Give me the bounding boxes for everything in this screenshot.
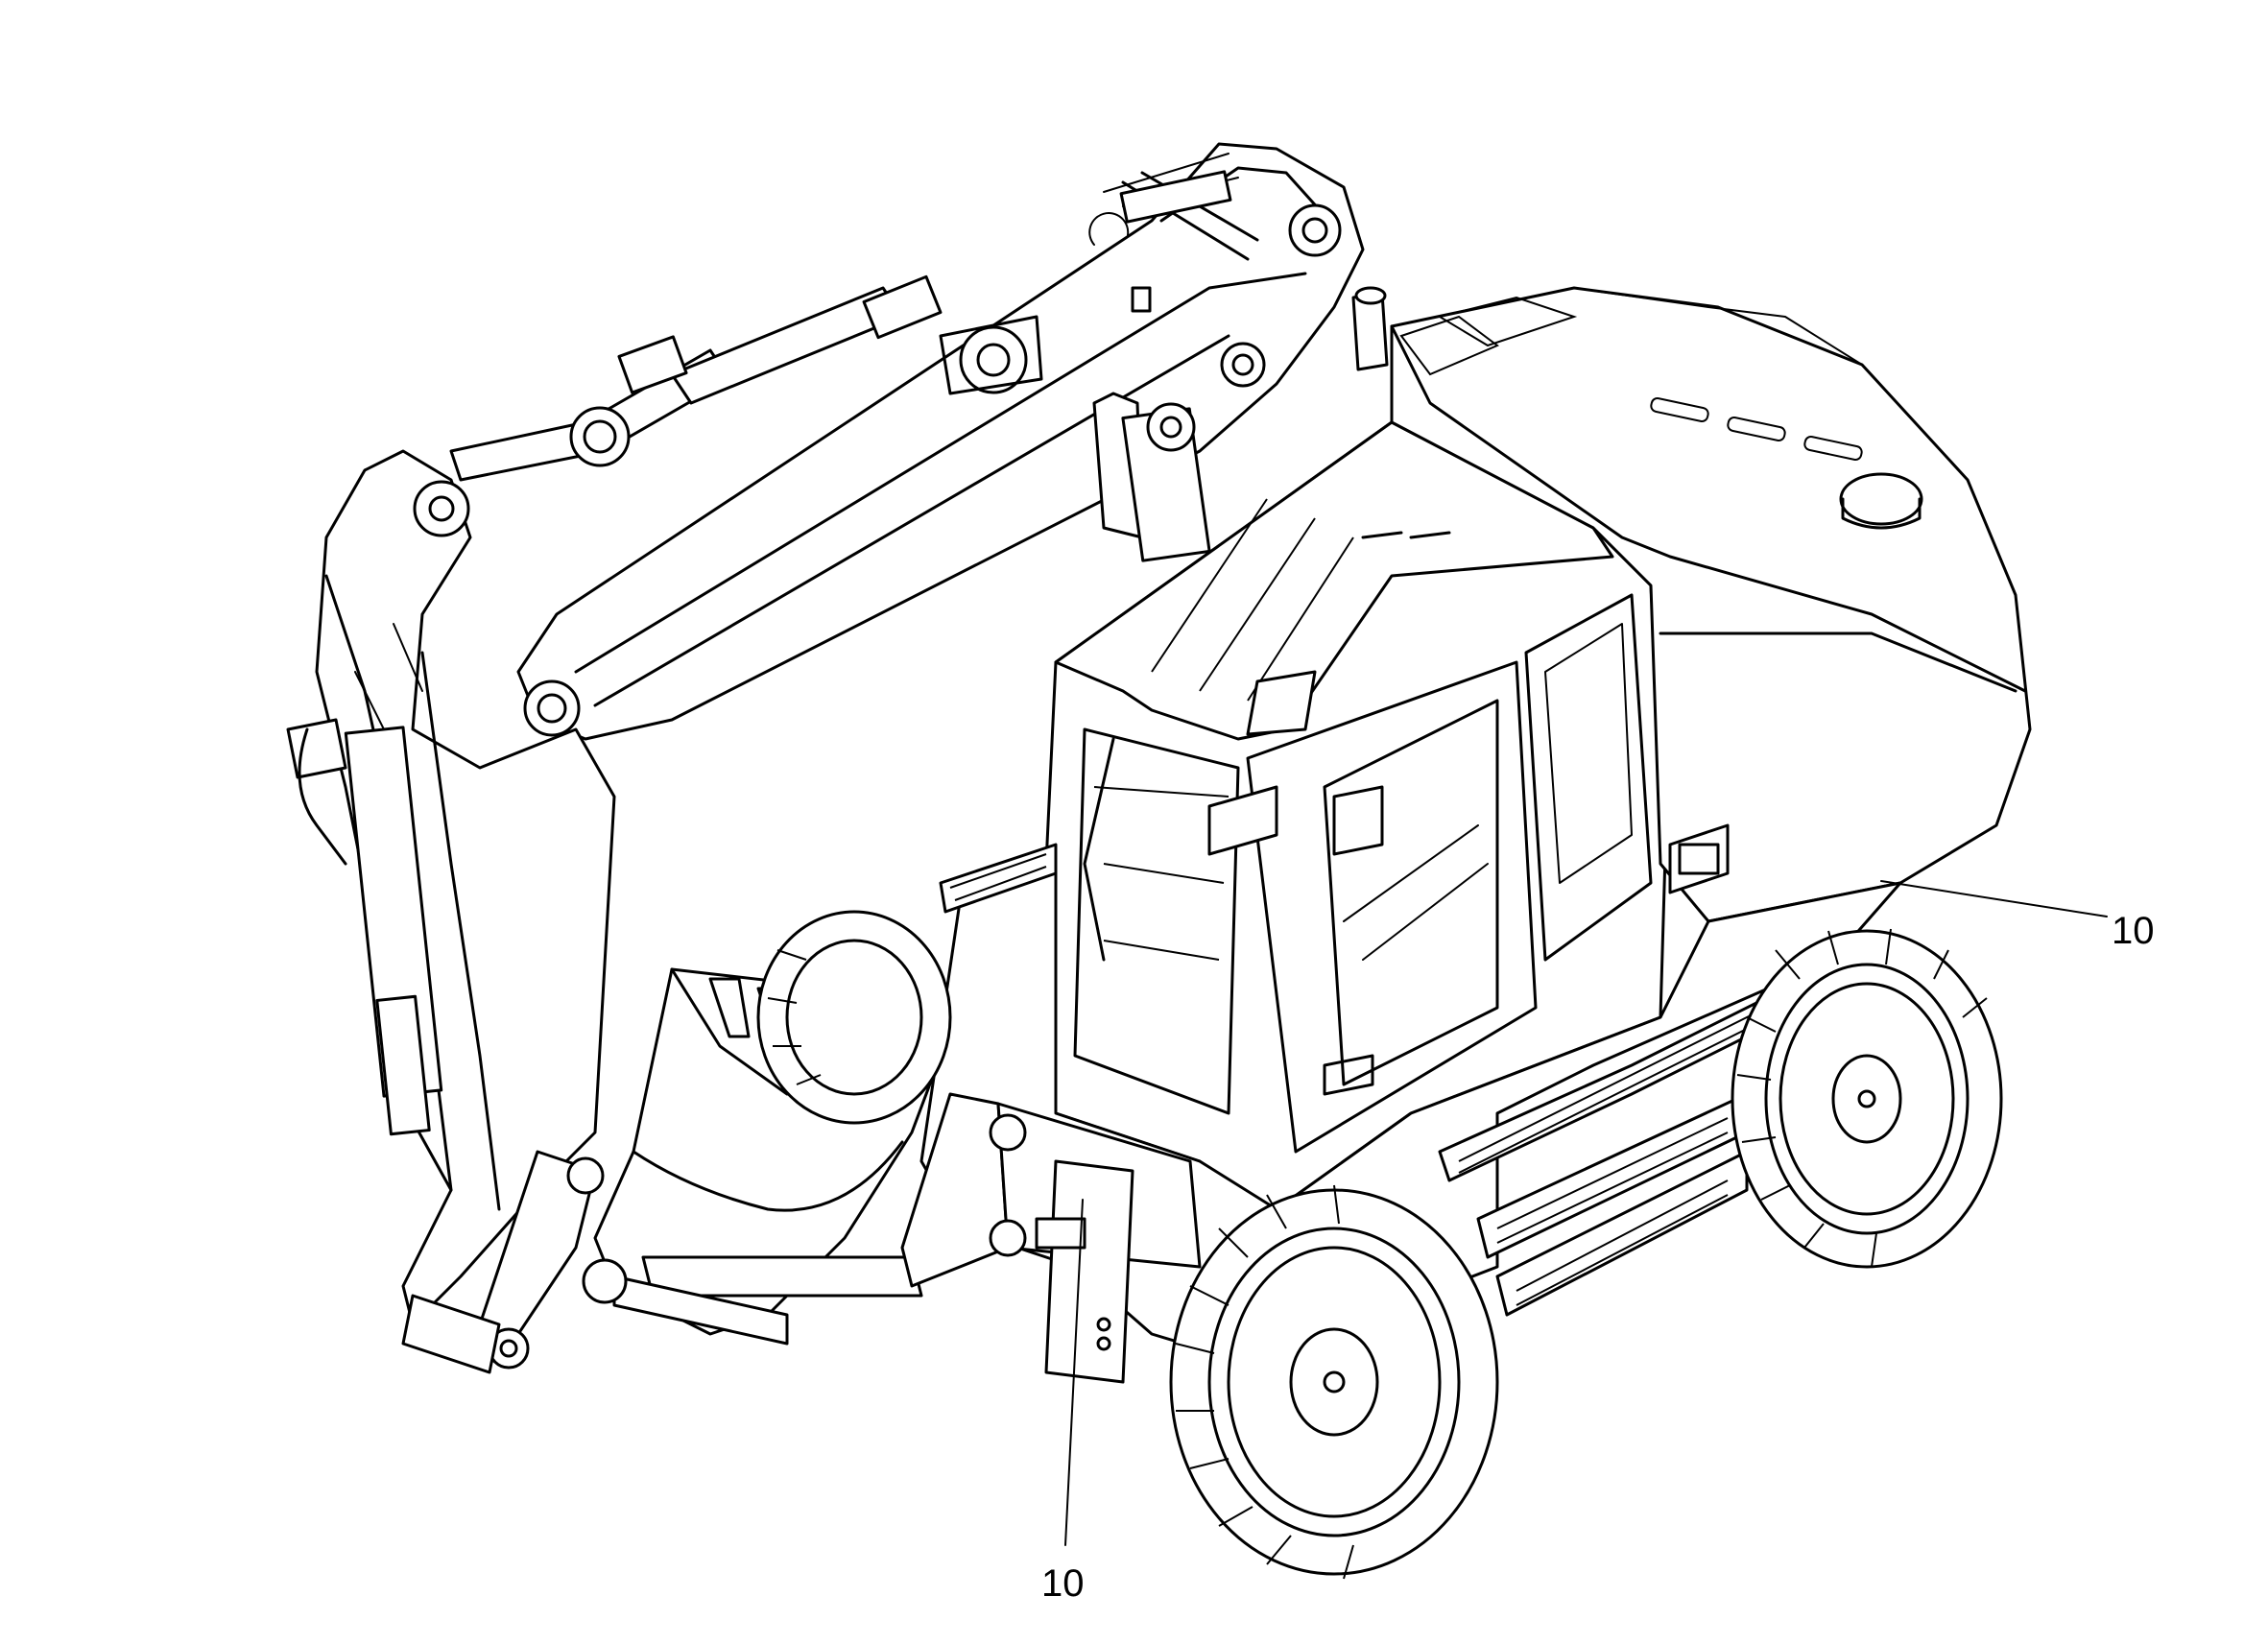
front-blade bbox=[900, 1092, 1202, 1384]
boom bbox=[516, 142, 1365, 741]
engine-hood bbox=[1351, 286, 2032, 923]
callout-leaders bbox=[1064, 880, 2108, 1546]
wheel-front-right bbox=[1169, 1184, 1499, 1580]
boom-cylinder bbox=[1092, 392, 1211, 562]
callout-label-right: 10 bbox=[2112, 910, 2155, 952]
wheel-rear-right bbox=[1731, 928, 2003, 1269]
arm-cylinder bbox=[449, 153, 1239, 482]
bucket-cylinder bbox=[286, 718, 605, 1374]
wheel-front-left bbox=[756, 910, 952, 1125]
callout-label-bottom: 10 bbox=[1041, 1562, 1085, 1605]
cab bbox=[1044, 420, 1667, 1211]
